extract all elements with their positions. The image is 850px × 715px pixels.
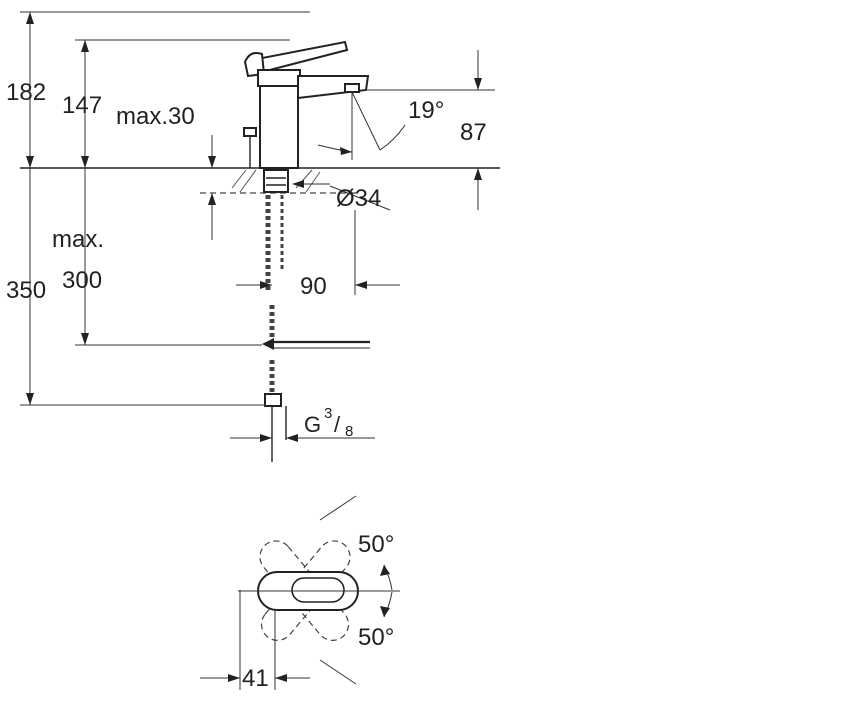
dim-rot-down: 50° xyxy=(358,624,394,651)
handle-inner xyxy=(291,577,345,603)
mounting-nut xyxy=(263,169,289,193)
faucet-body xyxy=(259,85,299,169)
cartridge-cap xyxy=(257,69,301,87)
dim-rot-up: 50° xyxy=(358,531,394,558)
countertop xyxy=(20,167,500,194)
lever-handle xyxy=(250,40,349,74)
supply-hose xyxy=(264,195,287,462)
plan-view xyxy=(200,495,400,690)
dim-147: 147 xyxy=(62,92,102,119)
dim-87: 87 xyxy=(460,119,487,146)
dim-thread-den: 8 xyxy=(345,423,353,440)
popup-rod xyxy=(262,338,370,350)
hose-connector xyxy=(264,393,282,407)
dim-max30: max.30 xyxy=(116,103,195,130)
aerator xyxy=(344,83,360,93)
dim-300: 300 xyxy=(62,267,102,294)
dim-90: 90 xyxy=(300,273,327,300)
dim-350: 350 xyxy=(6,277,46,304)
dim-41: 41 xyxy=(242,665,269,692)
dim-thread-slash: / xyxy=(334,412,341,437)
dimension-lines xyxy=(20,11,495,442)
dim-thread-num: 3 xyxy=(324,405,332,422)
dim-182: 182 xyxy=(6,79,46,106)
dim-max-label: max. xyxy=(52,226,104,253)
dim-thread-g: G xyxy=(304,412,321,437)
faucet-side-view xyxy=(243,40,370,169)
dim-19deg: 19° xyxy=(408,97,444,124)
dim-diameter-34: Ø34 xyxy=(336,185,381,212)
popup-knob xyxy=(243,127,257,137)
